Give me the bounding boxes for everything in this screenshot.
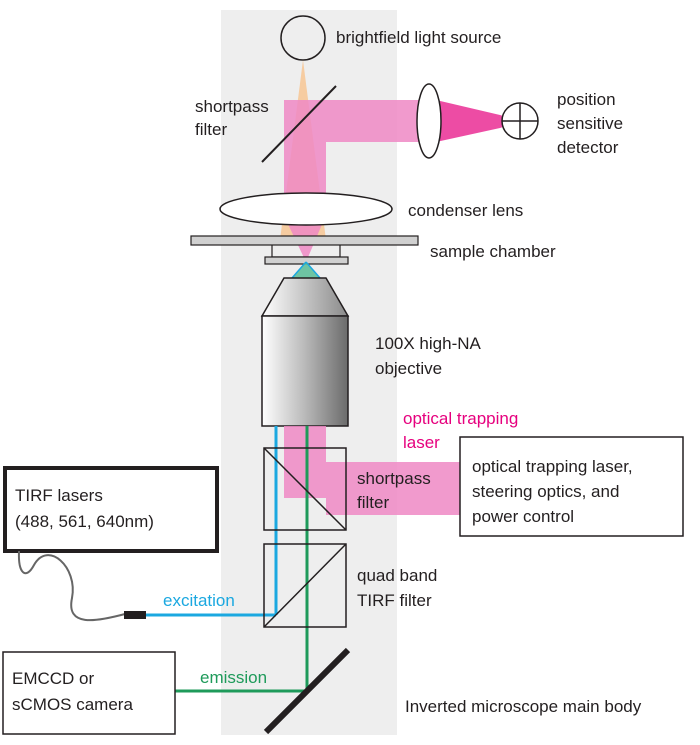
label-quad-line1: quad band bbox=[357, 566, 437, 585]
emission-mirror bbox=[263, 647, 351, 735]
label-trap-laser-line2: laser bbox=[403, 433, 440, 452]
shortpass-cube bbox=[263, 447, 347, 531]
label-trap-box-line1: optical trapping laser, bbox=[472, 457, 633, 476]
label-condenser-lens: condenser lens bbox=[408, 201, 523, 220]
fiber-connector bbox=[124, 611, 146, 619]
tirf-ray-left bbox=[291, 261, 307, 279]
label-shortpass-top-line2: filter bbox=[195, 120, 227, 139]
tirf-fiber-cable bbox=[17, 550, 126, 622]
label-psd-line3: detector bbox=[557, 138, 619, 157]
trap-beam-horizontal-mid bbox=[326, 462, 460, 515]
objective-body bbox=[261, 315, 349, 427]
label-trap-box-line3: power control bbox=[472, 507, 574, 526]
label-shortpass-mid-line1: shortpass bbox=[357, 469, 431, 488]
trap-beam-horizontal-top bbox=[326, 100, 422, 142]
quad-band-cube bbox=[263, 543, 347, 628]
optical-trapping-laser-box bbox=[459, 436, 684, 537]
tirf-focus-cone bbox=[292, 262, 320, 278]
label-objective-line2: objective bbox=[375, 359, 442, 378]
label-excitation: excitation bbox=[163, 591, 235, 610]
trap-beam-to-detector bbox=[436, 100, 520, 142]
label-sample-chamber: sample chamber bbox=[430, 242, 556, 261]
label-psd-line2: sensitive bbox=[557, 114, 623, 133]
sample-chamber-stage bbox=[190, 235, 419, 246]
label-shortpass-mid-line2: filter bbox=[357, 493, 389, 512]
label-tirf-box-line2: (488, 561, 640nm) bbox=[15, 512, 154, 531]
camera-box bbox=[2, 651, 176, 735]
label-trap-laser-line1: optical trapping bbox=[403, 409, 518, 428]
label-shortpass-top-line1: shortpass bbox=[195, 97, 269, 116]
label-trap-box-line2: steering optics, and bbox=[472, 482, 619, 501]
label-emission: emission bbox=[200, 668, 267, 687]
label-camera-line1: EMCCD or bbox=[12, 669, 95, 688]
label-quad-line2: TIRF filter bbox=[357, 591, 432, 610]
shortpass-filter-top bbox=[261, 85, 337, 163]
quad-band-cube-diagonal bbox=[263, 543, 347, 628]
shortpass-cube-diagonal bbox=[263, 447, 347, 531]
label-objective-line1: 100X high-NA bbox=[375, 334, 482, 353]
label-microscope-body: Inverted microscope main body bbox=[405, 697, 642, 716]
label-psd-line1: position bbox=[557, 90, 616, 109]
condenser-lens bbox=[219, 192, 393, 226]
label-brightfield-light-source: brightfield light source bbox=[336, 28, 501, 47]
trap-beam-vertical-mid bbox=[284, 426, 326, 498]
tirf-lasers-box bbox=[3, 466, 219, 553]
label-camera-line2: sCMOS camera bbox=[12, 695, 133, 714]
detector-lens bbox=[416, 83, 442, 159]
label-tirf-box-line1: TIRF lasers bbox=[15, 486, 103, 505]
trap-beam-vertical-top bbox=[284, 100, 326, 194]
tirf-ray-right bbox=[305, 261, 321, 279]
